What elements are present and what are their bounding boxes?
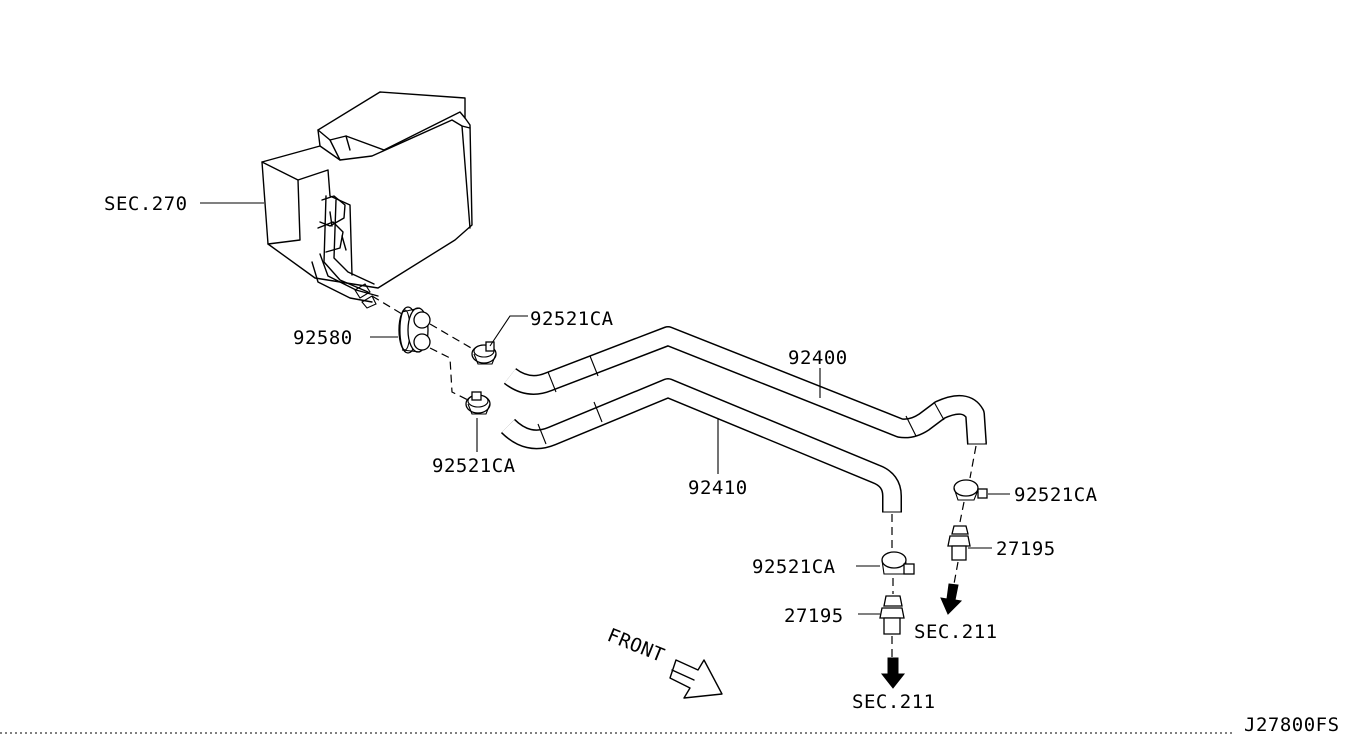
drawing-code: J27800FS xyxy=(1244,714,1340,736)
clamp-upper xyxy=(471,341,497,365)
clamp-bottom xyxy=(881,551,915,575)
grommet-92580 xyxy=(398,306,431,354)
label-clamp-lower: 92521CA xyxy=(432,455,516,477)
label-sec211-bottom: SEC.211 xyxy=(852,691,936,713)
dash-grommet-upper xyxy=(371,295,403,315)
label-sec211-right: SEC.211 xyxy=(914,621,998,643)
label-connector-bottom: 27195 xyxy=(784,605,844,627)
leader-clamp-upper xyxy=(489,315,528,347)
label-92400: 92400 xyxy=(788,347,848,369)
dash-lower-clamp xyxy=(429,347,477,405)
label-clamp-upper: 92521CA xyxy=(530,308,614,330)
label-sec270: SEC.270 xyxy=(104,193,188,215)
hose-92400 xyxy=(503,326,987,445)
label-front: FRONT xyxy=(604,624,668,667)
label-clamp-bottom: 92521CA xyxy=(752,556,836,578)
label-clamp-right: 92521CA xyxy=(1014,484,1098,506)
hose-92410 xyxy=(500,378,902,513)
arrow-sec211-bottom xyxy=(880,657,906,689)
dash-right-3 xyxy=(953,561,959,585)
connector-bottom xyxy=(879,595,905,635)
dash-right-1 xyxy=(969,445,977,479)
arrow-sec211-right xyxy=(940,583,963,615)
label-92580: 92580 xyxy=(293,327,353,349)
heater-unit xyxy=(261,91,473,309)
label-92410: 92410 xyxy=(688,477,748,499)
dash-upper-clamp xyxy=(429,323,479,353)
clamp-lower xyxy=(465,391,491,415)
connector-right xyxy=(947,525,992,561)
label-connector-right: 27195 xyxy=(996,538,1056,560)
dash-right-2 xyxy=(959,501,965,523)
front-arrow-icon xyxy=(669,659,723,699)
clamp-right xyxy=(953,479,988,501)
